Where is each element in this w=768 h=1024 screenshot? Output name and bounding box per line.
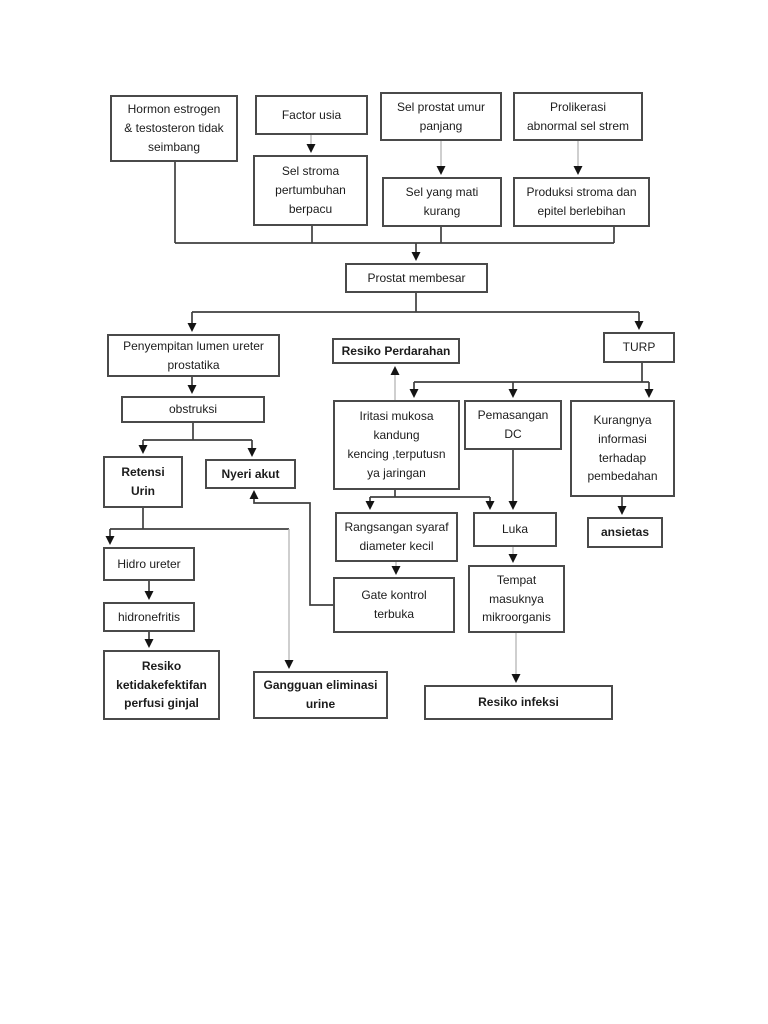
node-label: Resiko Perdarahan [341, 343, 451, 358]
node-iritasi-mukosa: Iritasi mukosa kandung kencing ,terputus… [333, 400, 460, 490]
node-label: Nyeri akut [221, 466, 280, 481]
node-hidronefritis: hidronefritis [103, 602, 195, 632]
node-label: Hidro ureter [117, 556, 181, 571]
node-label: Iritasi mukosa kandung kencing ,terputus… [347, 409, 446, 480]
node-penyempitan: Penyempitan lumen ureter prostatika [107, 334, 280, 377]
node-nyeri-akut: Nyeri akut [205, 459, 296, 489]
node-label: Penyempitan lumen ureter prostatika [123, 338, 264, 372]
node-obstruksi: obstruksi [121, 396, 265, 423]
node-label: TURP [622, 340, 656, 355]
node-label: Luka [501, 522, 529, 537]
edge-gate-to-nyeri [249, 490, 333, 606]
node-label: Produksi stroma dan epitel berlebihan [526, 185, 637, 218]
node-prostat-membesar: Prostat membesar [345, 263, 488, 293]
node-label: Gate kontrol terbuka [361, 588, 427, 621]
node-sel-mati: Sel yang mati kurang [382, 177, 502, 227]
node-label: Kurangnya informasi terhadap pembedahan [587, 412, 658, 484]
node-retensi-urin: Retensi Urin [103, 456, 183, 508]
node-factor-usia: Factor usia [255, 95, 368, 135]
node-label: Pemasangan DC [477, 408, 549, 441]
node-resiko-infeksi: Resiko infeksi [424, 685, 613, 720]
node-label: Prostat membesar [367, 270, 466, 285]
node-resiko-perdarahan: Resiko Perdarahan [332, 338, 460, 364]
node-label: Sel stroma pertumbuhan berpacu [275, 164, 346, 216]
node-ansietas: ansietas [587, 517, 663, 548]
node-label: Retensi Urin [121, 465, 165, 498]
node-label: hidronefritis [117, 609, 181, 624]
node-rangsangan-syaraf: Rangsangan syaraf diameter kecil [335, 512, 458, 562]
node-label: Resiko infeksi [478, 695, 559, 710]
node-label: Gangguan eliminasi urine [263, 678, 378, 711]
node-label: Rangsangan syaraf diameter kecil [344, 520, 449, 553]
node-gate-kontrol: Gate kontrol terbuka [333, 577, 455, 633]
node-resiko-perfusi: Resiko ketidakefektifan perfusi ginjal [103, 650, 220, 720]
node-pemasangan-dc: Pemasangan DC [464, 400, 562, 450]
node-label: Tempat masuknya mikroorganis [482, 572, 551, 625]
node-label: Prolikerasi abnormal sel strem [526, 99, 630, 133]
node-luka: Luka [473, 512, 557, 547]
node-label: Sel prostat umur panjang [396, 99, 486, 133]
node-hidro-ureter: Hidro ureter [103, 547, 195, 581]
node-label: Resiko ketidakefektifan perfusi ginjal [116, 658, 207, 711]
node-label: Hormon estrogen & testosteron tidak seim… [124, 102, 224, 154]
node-hormon-estrogen: Hormon estrogen & testosteron tidak seim… [110, 95, 238, 162]
node-turp: TURP [603, 332, 675, 363]
node-label: Factor usia [281, 107, 342, 122]
node-sel-prostat: Sel prostat umur panjang [380, 92, 502, 141]
node-kurangnya-informasi: Kurangnya informasi terhadap pembedahan [570, 400, 675, 497]
node-gangguan-eliminasi: Gangguan eliminasi urine [253, 671, 388, 719]
node-produksi: Produksi stroma dan epitel berlebihan [513, 177, 650, 227]
node-label: ansietas [600, 525, 650, 540]
node-label: obstruksi [168, 402, 218, 417]
node-prolikerasi: Prolikerasi abnormal sel strem [513, 92, 643, 141]
node-tempat-masuknya: Tempat masuknya mikroorganis [468, 565, 565, 633]
node-label: Sel yang mati kurang [405, 185, 479, 218]
node-sel-stroma: Sel stroma pertumbuhan berpacu [253, 155, 368, 226]
